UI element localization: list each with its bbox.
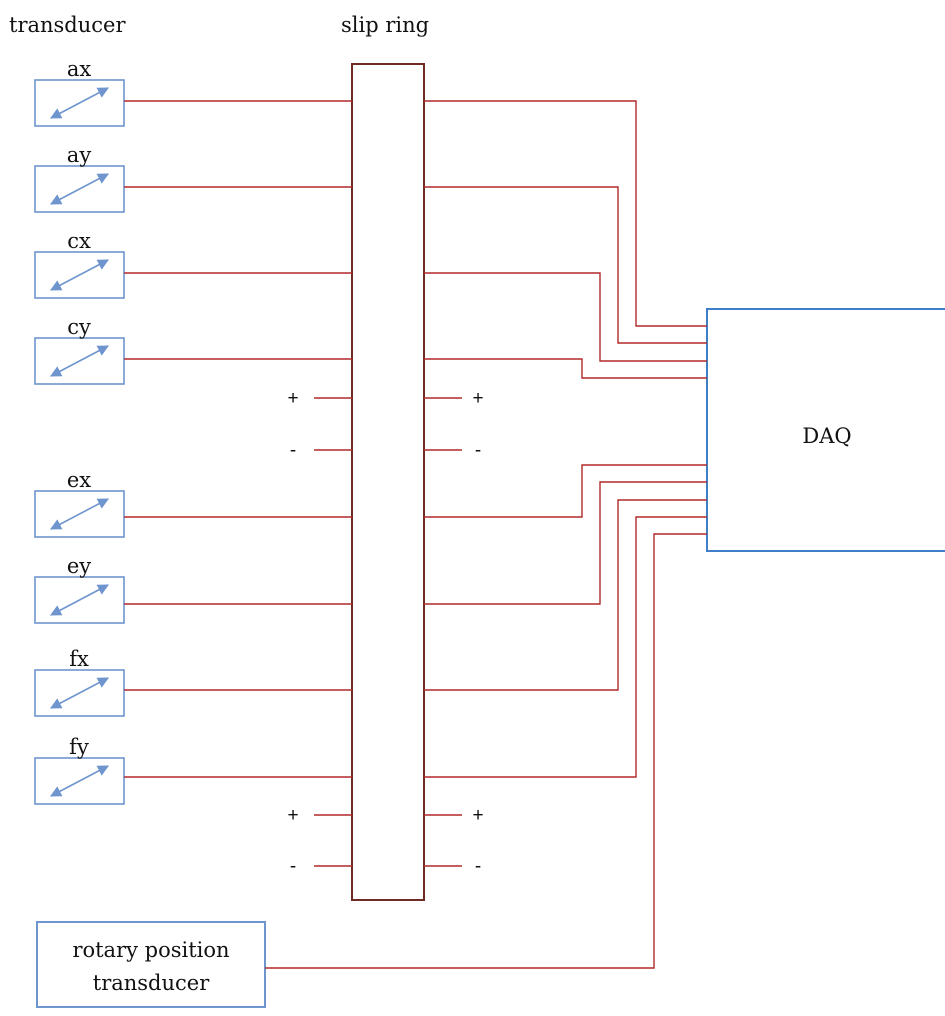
power-plus-right-1: + <box>472 388 483 409</box>
power-minus-left-2: - <box>290 856 296 877</box>
transducer-arrow-icon <box>50 677 109 709</box>
transducer-fy: fy <box>34 735 125 805</box>
transducer-label: cx <box>67 229 91 253</box>
transducer-arrow-icon <box>50 584 109 616</box>
rotary-label-line1: rotary position <box>72 938 229 962</box>
transducer-ax: ax <box>34 57 125 127</box>
transducer-arrow-icon <box>50 345 109 377</box>
transducer-label: ey <box>67 554 91 578</box>
wire-cx-out <box>424 272 707 362</box>
output-wires <box>265 100 707 969</box>
slip-ring-header: slip ring <box>341 13 429 37</box>
transducer-ex: ex <box>34 468 125 538</box>
transducer-cy: cy <box>34 315 125 385</box>
transducer-label: ex <box>67 468 91 492</box>
power-minus-left-1: - <box>290 440 296 461</box>
wire-ex-out <box>424 464 707 518</box>
transducer-arrow-icon <box>50 498 109 530</box>
transducer-arrow-icon <box>50 173 109 205</box>
input-wires <box>124 100 352 778</box>
transducer-label: cy <box>67 315 91 339</box>
wire-ey-out <box>424 481 707 605</box>
transducer-fx: fx <box>34 647 125 717</box>
power-stubs <box>314 397 462 867</box>
wire-fy-out <box>424 516 707 778</box>
power-plus-left-2: + <box>287 805 298 826</box>
transducer-arrow-icon <box>50 259 109 291</box>
wire-ay-out <box>424 186 707 344</box>
transducer-arrow-icon <box>50 765 109 797</box>
daq-box <box>706 308 945 552</box>
transducer-label: ay <box>67 143 92 167</box>
slip-ring <box>351 63 425 901</box>
wire-fx-out <box>424 499 707 691</box>
rotary-transducer-box <box>36 921 266 1008</box>
power-plus-right-2: + <box>472 805 483 826</box>
power-minus-right-2: - <box>475 856 481 877</box>
transducer-ey: ey <box>34 554 125 624</box>
transducer-arrow-icon <box>50 87 109 119</box>
power-plus-left-1: + <box>287 388 298 409</box>
transducer-cx: cx <box>34 229 125 299</box>
wire-ax-out <box>424 100 707 327</box>
power-minus-right-1: - <box>475 440 481 461</box>
transducer-label: fx <box>69 647 89 671</box>
rotary-label-line2: transducer <box>93 971 210 995</box>
daq-label: DAQ <box>802 424 851 448</box>
wire-rotary-out <box>265 533 707 969</box>
wire-cy-out <box>424 358 707 379</box>
transducer-label: fy <box>69 735 89 759</box>
transducer-header: transducer <box>9 13 126 37</box>
transducer-label: ax <box>67 57 92 81</box>
transducer-ay: ay <box>34 143 125 213</box>
